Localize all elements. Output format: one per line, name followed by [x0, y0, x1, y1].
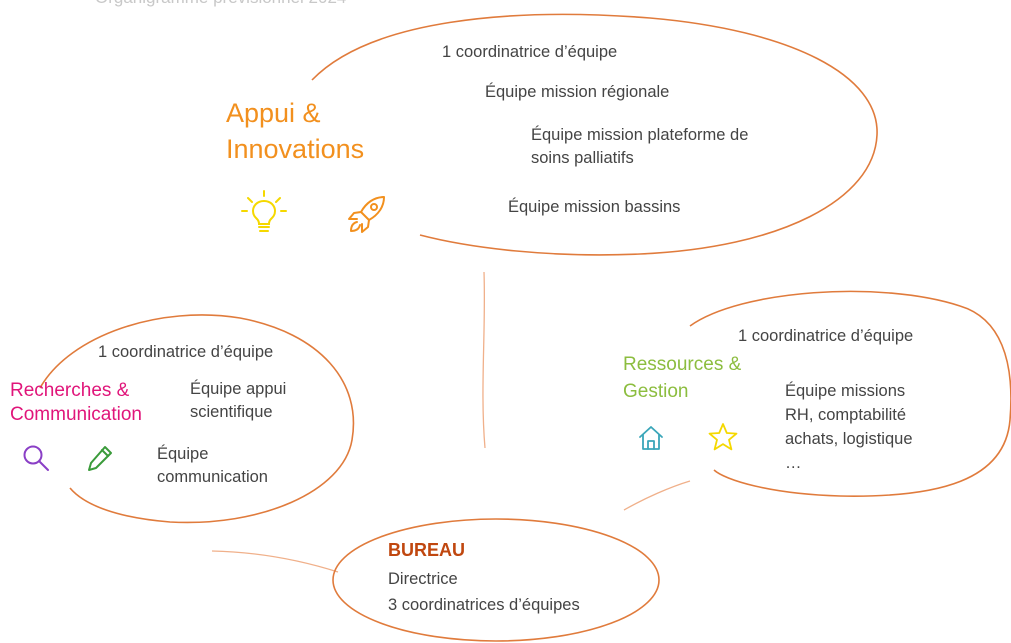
- house-icon: [639, 426, 663, 450]
- connector-ressources-bureau: [623, 480, 691, 511]
- rocket-icon: [348, 196, 385, 233]
- appui-item: soins palliatifs: [531, 149, 634, 167]
- appui-title-line2: Innovations: [226, 134, 365, 164]
- ressources-item: Équipe missions: [785, 382, 906, 400]
- bureau-item: 3 coordinatrices d’équipes: [388, 596, 580, 614]
- recherches-item: 1 coordinatrice d’équipe: [98, 343, 274, 361]
- appui-item: Équipe mission régionale: [485, 83, 670, 101]
- ressources-item: 1 coordinatrice d’équipe: [738, 327, 914, 345]
- ellipse-recherches: [39, 314, 355, 524]
- connector-recherches-bureau: [211, 550, 339, 573]
- bureau-item: Directrice: [388, 570, 458, 588]
- ressources-title-line1: Ressources &: [623, 354, 742, 375]
- recherches-title-line1: Recherches &: [10, 380, 130, 401]
- ressources-item: …: [785, 454, 802, 472]
- ressources-item: achats, logistique: [785, 430, 913, 448]
- ellipse-bureau: [332, 518, 660, 642]
- ressources-title-line2: Gestion: [623, 381, 689, 402]
- recherches-item: communication: [157, 468, 268, 486]
- recherches-item: Équipe appui: [190, 380, 287, 398]
- connector-appui-bureau: [482, 271, 486, 449]
- ellipse-appui: [311, 13, 878, 256]
- star-icon: [708, 423, 738, 451]
- bureau-title: BUREAU: [388, 540, 466, 560]
- lightbulb-icon: [241, 190, 287, 232]
- ressources-item: RH, comptabilité: [785, 406, 907, 424]
- recherches-title-line2: Communication: [10, 404, 142, 425]
- appui-item: Équipe mission bassins: [508, 198, 681, 216]
- appui-title-line1: Appui &: [226, 98, 321, 128]
- pencil-icon: [88, 446, 112, 471]
- recherches-item: Équipe: [157, 445, 209, 463]
- page-title: Organigramme prévisionnel 2024: [95, 0, 346, 8]
- recherches-item: scientifique: [190, 403, 273, 421]
- ellipse-ressources: [689, 290, 1011, 497]
- magnifier-icon: [23, 445, 49, 471]
- appui-item: 1 coordinatrice d’équipe: [442, 43, 618, 61]
- appui-item: Équipe mission plateforme de: [531, 126, 749, 144]
